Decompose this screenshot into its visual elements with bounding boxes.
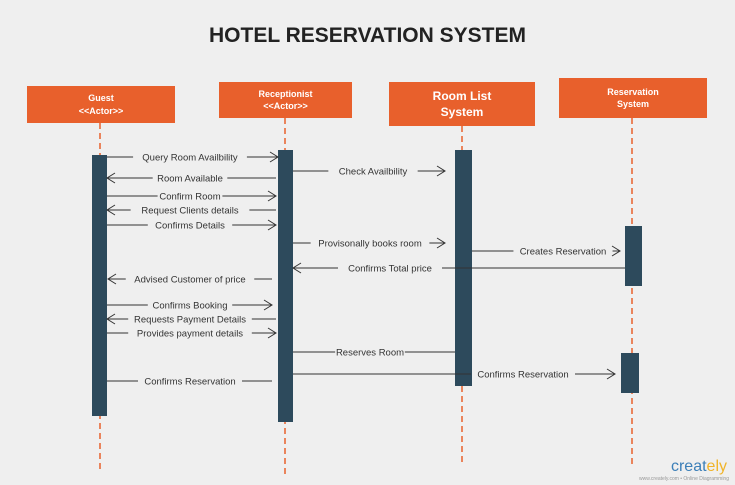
message-label: Advised Customer of price (134, 274, 245, 285)
actor-guest[interactable]: Guest <<Actor>> (27, 86, 175, 123)
arrowhead-icon (267, 190, 277, 202)
message-label: Confirms Reservation (144, 376, 235, 387)
actor-name: Reservation (607, 86, 659, 97)
message-label: Confirms Reservation (477, 369, 568, 380)
arrowhead-icon (267, 219, 277, 231)
arrowhead-icon (436, 237, 446, 249)
actor-name: Room List (432, 88, 492, 103)
activation-bar (625, 226, 642, 286)
arrowhead-icon (106, 172, 116, 184)
message-label: Provides payment details (137, 328, 243, 339)
arrowhead-icon (267, 327, 277, 339)
actor-reservation-system[interactable]: Reservation System (559, 78, 707, 118)
arrowhead-icon (107, 273, 117, 285)
logo-text: creat (670, 458, 707, 475)
activation-bar (278, 150, 293, 422)
arrowhead-icon (611, 245, 621, 257)
actor-stereotype: <<Actor>> (78, 105, 124, 116)
logo-accent: ely (706, 458, 727, 475)
message-label: Confirms Total price (348, 263, 432, 274)
message-label: Provisonally books room (318, 238, 422, 249)
creately-logo: creately (671, 458, 727, 476)
activation-bar (621, 353, 639, 393)
logo-tagline: www.creately.com • Online Diagramming (638, 476, 729, 482)
arrowhead-icon (606, 368, 616, 380)
actor-room-list-system[interactable]: Room List System (389, 82, 535, 126)
message-label: Creates Reservation (520, 246, 607, 257)
actor-stereotype: <<Actor>> (263, 101, 308, 111)
message-label: Check Availbility (339, 166, 408, 177)
arrowhead-icon (106, 204, 116, 216)
actor-name-line2: System (440, 105, 484, 119)
message-label: Query Room Availbility (142, 152, 238, 163)
arrowhead-icon (263, 299, 273, 311)
message-label: Request Clients details (141, 205, 238, 216)
message-label: Requests Payment Details (134, 314, 246, 325)
arrowhead-icon (106, 313, 116, 325)
arrowhead-icon (292, 262, 302, 274)
actor-receptionist[interactable]: Receptionist <<Actor>> (219, 82, 352, 118)
message-label: Confirms Details (155, 220, 225, 231)
message-label: Reserves Room (336, 347, 404, 358)
arrowhead-icon (269, 151, 279, 163)
actor-name: Guest (88, 93, 114, 104)
message-label: Confirms Booking (153, 300, 228, 311)
arrowhead-icon (436, 165, 446, 177)
actor-name: Receptionist (258, 88, 313, 99)
message-label: Room Available (157, 173, 223, 184)
actor-name-line2: System (616, 99, 650, 109)
message-label: Confirm Room (159, 191, 220, 202)
activation-bar (92, 155, 107, 416)
diagram-title: HOTEL RESERVATION SYSTEM (209, 24, 526, 47)
